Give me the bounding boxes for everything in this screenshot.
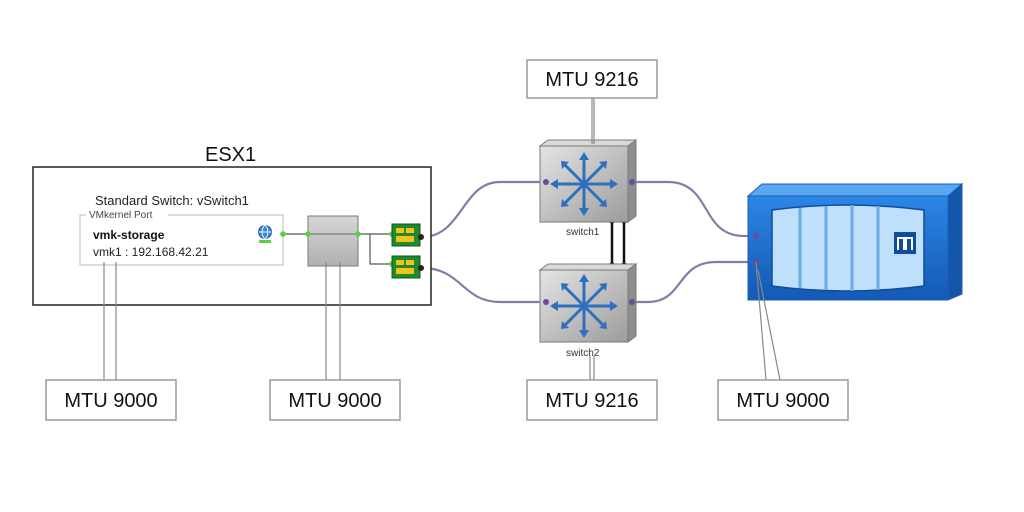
storage-array-icon[interactable] bbox=[746, 182, 964, 301]
switch-interconnect bbox=[608, 216, 628, 270]
link-nic2-switch2 bbox=[421, 266, 546, 304]
switch1-label: switch1 bbox=[566, 227, 600, 238]
switch1[interactable]: switch1 bbox=[538, 139, 638, 238]
network-switch-icon bbox=[538, 139, 638, 223]
mtu-top-switch: MTU 9216 bbox=[545, 69, 638, 91]
mtu-box-top-switch: MTU 9216 bbox=[526, 59, 658, 99]
nic-card-icon[interactable] bbox=[391, 255, 424, 279]
port-dot bbox=[305, 231, 311, 237]
mtu-box-storage: MTU 9000 bbox=[717, 379, 849, 421]
vmk-name: vmk-storage bbox=[93, 228, 165, 242]
switch2-label: switch2 bbox=[566, 348, 600, 359]
vmkernel-globe-icon bbox=[258, 225, 272, 243]
switch2[interactable]: switch2 bbox=[538, 263, 638, 359]
vswitch-label: Standard Switch: vSwitch1 bbox=[95, 193, 249, 208]
mtu-box-vswitch: MTU 9000 bbox=[269, 379, 401, 421]
mtu-storage: MTU 9000 bbox=[736, 390, 829, 412]
port-group-label: VMkernel Port bbox=[89, 210, 153, 221]
mtu-bottom-switch: MTU 9216 bbox=[545, 390, 638, 412]
vmk-ip: vmk1 : 192.168.42.21 bbox=[93, 245, 209, 259]
mtu-box-vmkernel: MTU 9000 bbox=[45, 379, 177, 421]
link-switch1-storage bbox=[632, 180, 758, 238]
vswitch-box[interactable] bbox=[307, 215, 359, 267]
mtu-vswitch: MTU 9000 bbox=[288, 390, 381, 412]
esx-host: ESX1 Standard Switch: vSwitch1 VMkernel … bbox=[32, 144, 432, 306]
network-links bbox=[421, 180, 758, 304]
link-nic1-switch1 bbox=[421, 180, 546, 239]
internal-connections bbox=[283, 233, 392, 265]
link-switch2-storage bbox=[632, 260, 758, 304]
vmkernel-port-group[interactable]: VMkernel Port vmk-storage vmk1 : 192.168… bbox=[79, 209, 284, 266]
port-dot bbox=[355, 231, 361, 237]
port-dot bbox=[280, 231, 286, 237]
nic-card-icon[interactable] bbox=[391, 223, 424, 247]
host-title: ESX1 bbox=[205, 144, 256, 166]
mtu-box-bottom-switch: MTU 9216 bbox=[526, 379, 658, 421]
callout-lines bbox=[103, 98, 781, 381]
network-switch-icon bbox=[538, 263, 638, 343]
mtu-vmkernel: MTU 9000 bbox=[64, 390, 157, 412]
